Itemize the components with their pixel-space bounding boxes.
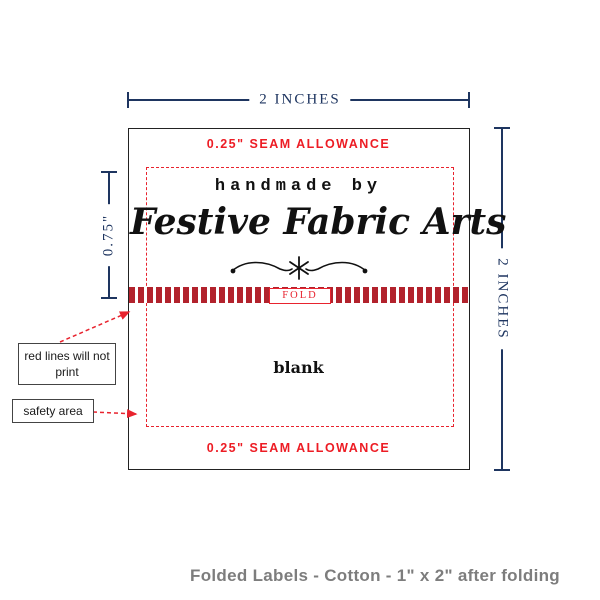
callout-safety-area: safety area <box>12 399 94 424</box>
brand-name-text: Festive Fabric Arts <box>130 201 507 243</box>
left-dimension-label: 0.75" <box>97 203 121 267</box>
arrow-red-lines <box>59 311 131 343</box>
left-dimension-cap-top <box>101 171 117 173</box>
top-dimension-label: 2 INCHES <box>249 88 351 112</box>
callout-red-lines: red lines will not print <box>18 343 116 386</box>
seam-allowance-top-text: 0.25" SEAM ALLOWANCE <box>206 137 391 151</box>
blank-text: blank <box>273 358 324 377</box>
fold-label: FOLD <box>269 288 331 304</box>
flourish-icon <box>230 256 368 280</box>
right-dimension-label: 2 INCHES <box>490 248 514 350</box>
label-outline <box>128 128 470 470</box>
handmade-by-text: handmade by <box>214 177 383 196</box>
top-dimension-cap-right <box>468 92 470 108</box>
caption: Folded Labels - Cotton - 1" x 2" after f… <box>190 566 560 585</box>
right-dimension-cap-bottom <box>494 469 510 471</box>
top-dimension-cap-left <box>127 92 129 108</box>
right-dimension-cap-top <box>494 127 510 129</box>
left-dimension-cap-bottom <box>101 297 117 299</box>
seam-allowance-bottom-text: 0.25" SEAM ALLOWANCE <box>206 441 391 455</box>
